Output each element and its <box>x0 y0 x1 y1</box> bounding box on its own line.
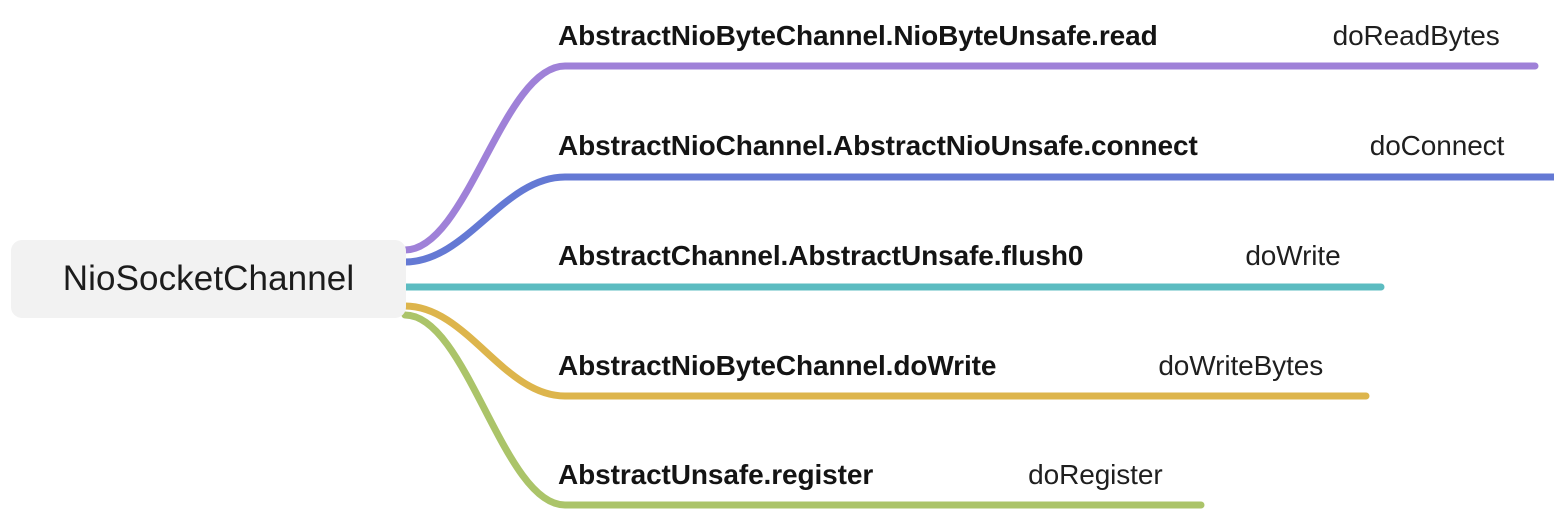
branch-secondary-label-4: doRegister <box>1028 459 1163 490</box>
branch-label-group-1[interactable]: AbstractNioChannel.AbstractNioUnsafe.con… <box>558 130 1504 162</box>
root-node[interactable]: NioSocketChannel <box>11 240 406 318</box>
branch-label-group-3[interactable]: AbstractNioByteChannel.doWrite doWriteBy… <box>558 350 1323 382</box>
branch-primary-label-0: AbstractNioByteChannel.NioByteUnsafe.rea… <box>558 20 1158 51</box>
branch-primary-label-2: AbstractChannel.AbstractUnsafe.flush0 <box>558 240 1084 271</box>
branch-label-group-4[interactable]: AbstractUnsafe.register doRegister <box>558 459 1163 491</box>
branch-secondary-label-3: doWriteBytes <box>1158 350 1324 381</box>
branch-connector-1 <box>401 173 1554 266</box>
branch-label-group-2[interactable]: AbstractChannel.AbstractUnsafe.flush0 do… <box>558 240 1341 272</box>
branch-connector-4 <box>401 311 1205 509</box>
branch-connector-3 <box>401 302 1370 400</box>
branch-label-group-0[interactable]: AbstractNioByteChannel.NioByteUnsafe.rea… <box>558 20 1500 52</box>
branch-primary-label-3: AbstractNioByteChannel.doWrite <box>558 350 997 381</box>
branch-secondary-label-1: doConnect <box>1369 130 1505 161</box>
branch-primary-label-1: AbstractNioChannel.AbstractNioUnsafe.con… <box>558 130 1198 161</box>
branch-connector-0 <box>401 62 1539 254</box>
branch-primary-label-4: AbstractUnsafe.register <box>558 459 874 490</box>
root-node-label: NioSocketChannel <box>62 259 355 298</box>
branch-secondary-label-2: doWrite <box>1245 240 1341 271</box>
branch-secondary-label-0: doReadBytes <box>1332 20 1500 51</box>
